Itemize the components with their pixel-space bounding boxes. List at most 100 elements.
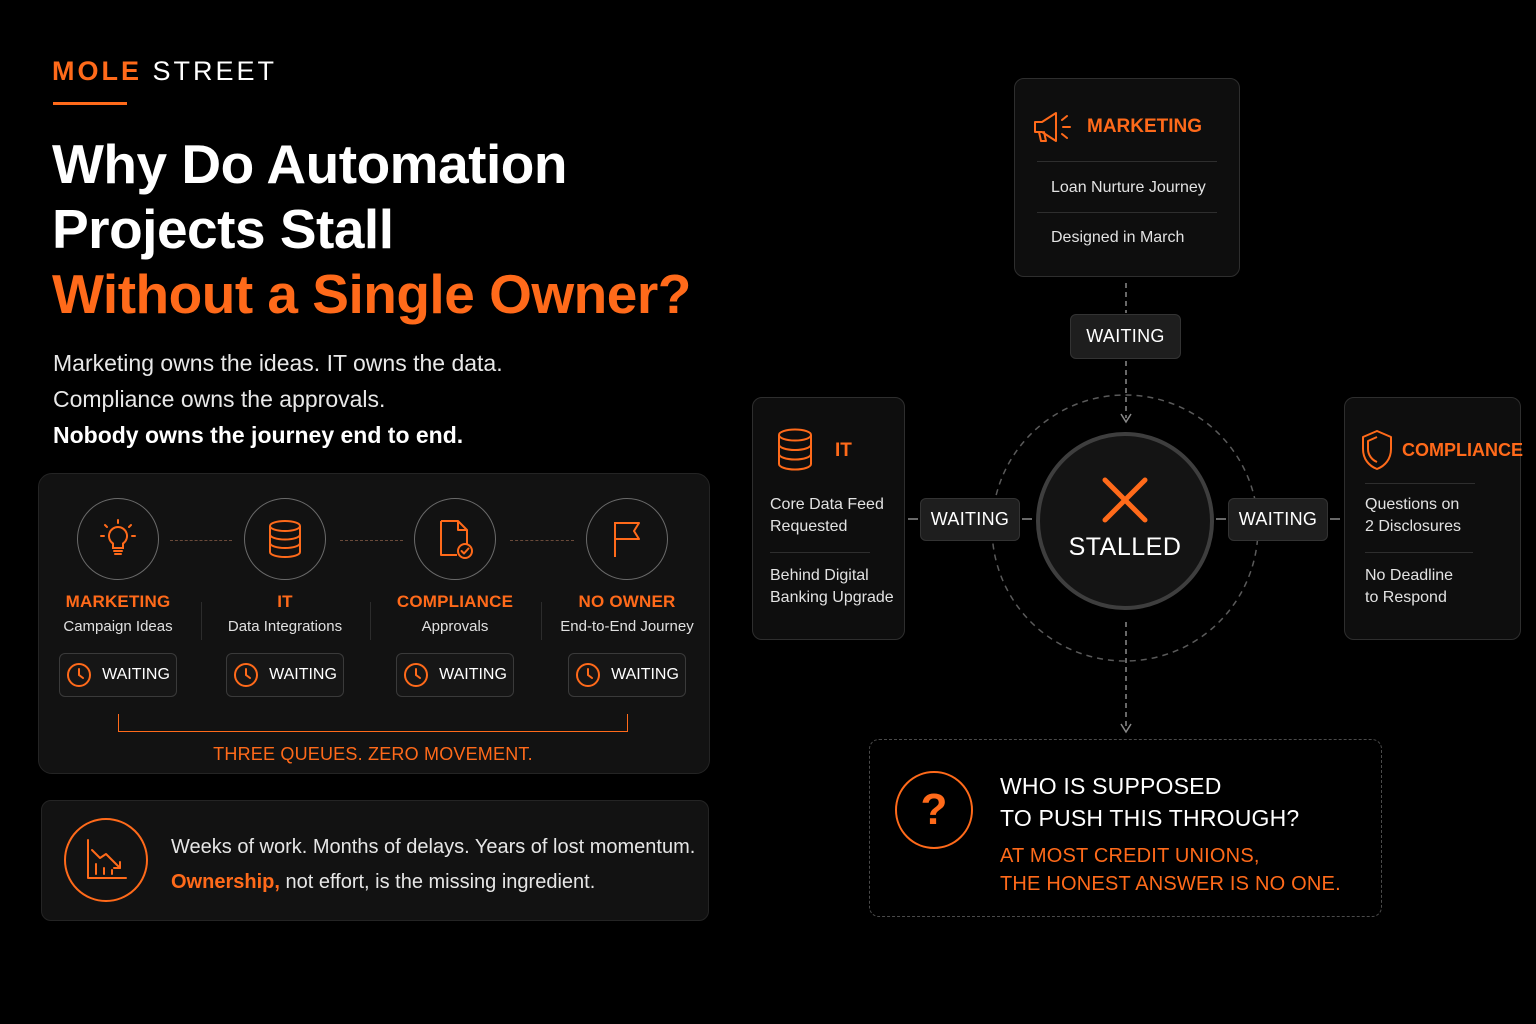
statement-line-2: Ownership, not effort, is the missing in… <box>171 865 701 900</box>
headline-line-1: Why Do Automation <box>52 133 567 195</box>
compliance-item: No Deadline to Respond <box>1365 565 1453 609</box>
statement-line-2-rest: not effort, is the missing ingredient. <box>279 871 596 893</box>
queue-subtitle: Campaign Ideas <box>63 618 173 635</box>
megaphone-icon <box>1031 109 1073 150</box>
waiting-badge-left: WAITING <box>920 498 1020 541</box>
it-card: IT Core Data Feed Requested Behind Digit… <box>752 397 905 640</box>
it-item-line: Core Data Feed <box>770 496 884 513</box>
compliance-item-line: to Respond <box>1365 589 1447 606</box>
statement-highlight: Ownership, <box>171 871 280 893</box>
waiting-label: WAITING <box>102 666 170 683</box>
waiting-badge-right: WAITING <box>1228 498 1328 541</box>
question-icon: ? <box>895 771 973 849</box>
stalled-hub <box>1036 432 1214 610</box>
brand-part-1: MOLE <box>52 56 142 86</box>
brand-part-2: STREET <box>152 56 278 86</box>
queue-title: COMPLIANCE <box>396 592 514 611</box>
it-item: Core Data Feed Requested <box>770 494 884 538</box>
clock-icon <box>67 663 92 687</box>
waiting-label: WAITING <box>269 666 337 683</box>
marketing-item: Designed in March <box>1051 229 1185 246</box>
it-item-line: Banking Upgrade <box>770 589 894 606</box>
statement-line-1: Weeks of work. Months of delays. Years o… <box>171 836 696 858</box>
queue-marketing: MARKETING Campaign Ideas WAITING <box>33 498 203 697</box>
queue-separator <box>370 602 371 640</box>
headline-line-2: Projects Stall <box>52 198 394 260</box>
queue-connector <box>170 540 232 541</box>
marketing-title: MARKETING <box>1087 116 1203 137</box>
question-heading: WHO IS SUPPOSED TO PUSH THIS THROUGH? <box>1000 770 1370 834</box>
statement-panel <box>41 800 709 921</box>
waiting-badge: WAITING <box>396 653 514 697</box>
waiting-label: WAITING <box>439 666 507 683</box>
statement-text: Weeks of work. Months of delays. Years o… <box>171 830 701 900</box>
brand-logo: MOLE STREET <box>52 56 277 87</box>
question-heading-line: TO PUSH THIS THROUGH? <box>1000 805 1300 831</box>
question-answer-line: THE HONEST ANSWER IS NO ONE. <box>1000 873 1341 895</box>
waiting-badge: WAITING <box>226 653 344 697</box>
document-check-icon <box>414 498 496 580</box>
clock-icon <box>404 663 429 687</box>
flag-icon <box>586 498 668 580</box>
compliance-title: COMPLIANCE <box>1402 440 1523 460</box>
divider <box>1037 212 1217 213</box>
divider <box>770 552 870 553</box>
question-text: WHO IS SUPPOSED TO PUSH THIS THROUGH? AT… <box>1000 770 1370 898</box>
intro-line-3: Nobody owns the journey end to end. <box>53 422 464 448</box>
queue-subtitle: End-to-End Journey <box>560 618 694 635</box>
queue-title: NO OWNER <box>578 592 676 611</box>
intro-line-1: Marketing owns the ideas. IT owns the da… <box>53 350 503 376</box>
compliance-item-line: No Deadline <box>1365 567 1454 584</box>
waiting-badge: WAITING <box>59 653 177 697</box>
queue-separator <box>201 602 202 640</box>
intro-text: Marketing owns the ideas. IT owns the da… <box>53 345 693 453</box>
it-item: Behind Digital Banking Upgrade <box>770 565 894 609</box>
queue-no-owner: NO OWNER End-to-End Journey WAITING <box>542 498 712 697</box>
waiting-badge: WAITING <box>568 653 686 697</box>
queue-it: IT Data Integrations WAITING <box>200 498 370 697</box>
database-icon <box>775 426 815 479</box>
it-item-line: Requested <box>770 518 848 535</box>
stalled-label: STALLED <box>1068 533 1182 561</box>
marketing-item: Loan Nurture Journey <box>1051 179 1206 196</box>
it-item-line: Behind Digital <box>770 567 869 584</box>
compliance-item: Questions on 2 Disclosures <box>1365 494 1461 538</box>
page-title: Why Do Automation Projects Stall Without… <box>52 132 732 327</box>
arrow-down-icon <box>1120 723 1132 734</box>
divider <box>1365 552 1473 553</box>
queue-connector <box>340 540 403 541</box>
x-icon <box>1102 477 1148 523</box>
arrow-down-icon <box>1120 413 1132 424</box>
question-box <box>869 739 1382 917</box>
queue-subtitle: Data Integrations <box>227 618 343 635</box>
compliance-item-line: 2 Disclosures <box>1365 518 1462 535</box>
divider <box>1037 161 1217 162</box>
marketing-card: MARKETING Loan Nurture Journey Designed … <box>1014 78 1240 277</box>
compliance-item-line: Questions on <box>1365 496 1460 513</box>
intro-line-2: Compliance owns the approvals. <box>53 386 386 412</box>
queues-caption: THREE QUEUES. ZERO MOVEMENT. <box>213 744 533 764</box>
headline-line-3: Without a Single Owner? <box>52 263 691 325</box>
queues-bracket <box>118 714 628 732</box>
shield-icon <box>1359 428 1395 477</box>
queue-compliance: COMPLIANCE Approvals WAITING <box>370 498 540 697</box>
question-heading-line: WHO IS SUPPOSED <box>1000 773 1222 799</box>
queue-title: IT <box>277 592 293 611</box>
brand-underline <box>53 102 127 105</box>
queue-title: MARKETING <box>65 592 171 611</box>
question-answer: AT MOST CREDIT UNIONS, THE HONEST ANSWER… <box>1000 842 1370 898</box>
lightbulb-icon <box>77 498 159 580</box>
divider <box>1365 483 1475 484</box>
declining-chart-icon <box>64 818 148 902</box>
waiting-label: WAITING <box>611 666 679 683</box>
it-title: IT <box>835 440 852 461</box>
clock-icon <box>234 663 259 687</box>
waiting-badge-top: WAITING <box>1070 314 1181 359</box>
queue-subtitle: Approvals <box>421 618 489 635</box>
queue-separator <box>541 602 542 640</box>
compliance-card: COMPLIANCE Questions on 2 Disclosures No… <box>1344 397 1523 640</box>
clock-icon <box>576 663 601 687</box>
question-answer-line: AT MOST CREDIT UNIONS, <box>1000 845 1260 867</box>
database-icon <box>244 498 326 580</box>
queue-connector <box>510 540 574 541</box>
